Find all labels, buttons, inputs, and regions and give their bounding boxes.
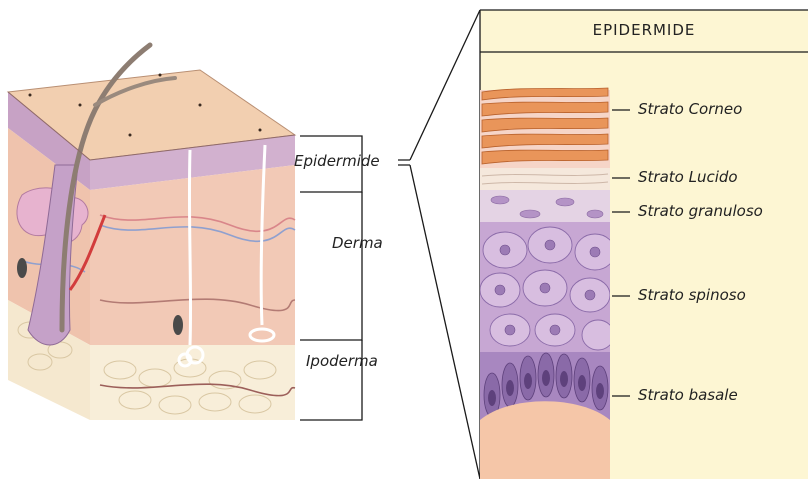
label-derma: Derma — [332, 234, 383, 252]
layer-brackets — [300, 10, 480, 479]
label-strato-corneo: Strato Corneo — [638, 100, 742, 118]
label-strato-basale: Strato basale — [638, 386, 738, 404]
label-strato-spinoso: Strato spinoso — [638, 286, 746, 304]
label-ipoderma: Ipoderma — [306, 352, 378, 370]
stratum-lucidum — [480, 168, 610, 190]
label-strato-granuloso: Strato granuloso — [638, 202, 763, 220]
label-strato-lucido: Strato Lucido — [638, 168, 738, 186]
dermis-below — [480, 401, 610, 479]
skin-block-illustration — [8, 45, 295, 420]
epidermis-cross-section — [480, 88, 615, 479]
right-hypodermis — [90, 345, 295, 420]
label-epidermide: Epidermide — [294, 152, 380, 170]
panel-title: EPIDERMIDE — [480, 10, 808, 50]
